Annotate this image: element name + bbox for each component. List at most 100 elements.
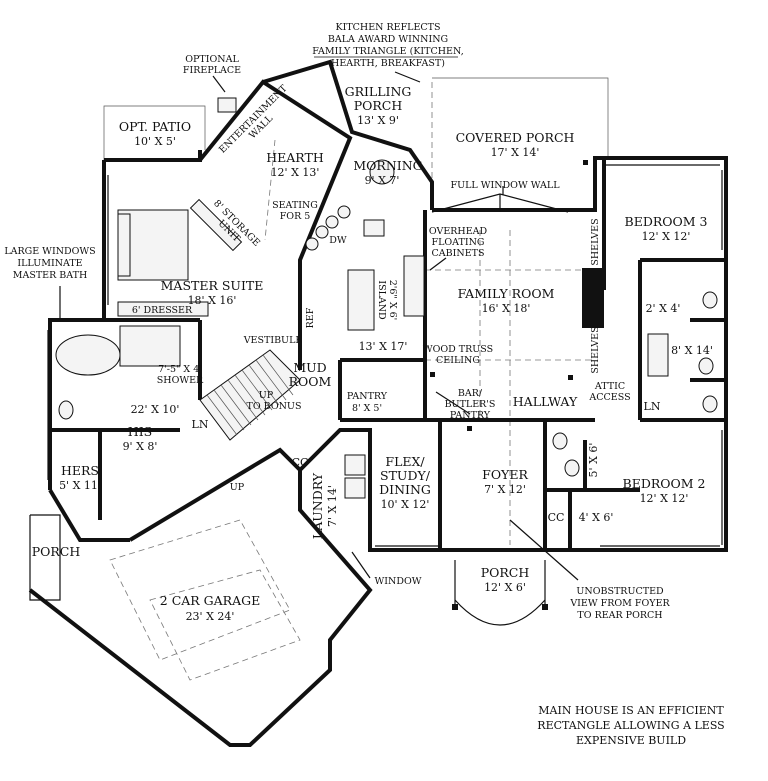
- svg-text:CEILING: CEILING: [436, 355, 480, 366]
- svg-text:2'6" X 6': 2'6" X 6': [387, 280, 398, 321]
- svg-text:PANTRY: PANTRY: [347, 391, 388, 402]
- svg-text:7'-5" X 4': 7'-5" X 4': [158, 364, 202, 375]
- svg-text:DINING: DINING: [379, 482, 431, 497]
- room-mud-room: MUD ROOM: [289, 360, 332, 389]
- room-foyer: FOYER 7' X 12': [482, 467, 528, 496]
- svg-text:5' X 6': 5' X 6': [587, 443, 600, 478]
- up-label: UP: [230, 482, 245, 493]
- svg-text:ROOM: ROOM: [289, 374, 332, 389]
- svg-text:GRILLING: GRILLING: [345, 84, 412, 99]
- callout-windows: LARGE WINDOWS ILLUMINATE MASTER BATH: [4, 246, 95, 281]
- svg-text:12' X 13': 12' X 13': [271, 166, 320, 179]
- svg-text:FAMILY ROOM: FAMILY ROOM: [458, 286, 555, 301]
- svg-text:OPTIONAL: OPTIONAL: [185, 54, 239, 65]
- svg-text:REF: REF: [305, 307, 316, 328]
- callout-full-window-wall: FULL WINDOW WALL: [450, 180, 560, 191]
- svg-text:VIEW FROM FOYER: VIEW FROM FOYER: [569, 598, 670, 609]
- seating-label: SEATING FOR 5: [272, 200, 318, 222]
- svg-text:18' X 16': 18' X 16': [188, 294, 237, 307]
- room-covered-porch: COVERED PORCH 17' X 14': [456, 130, 575, 159]
- svg-text:LARGE WINDOWS: LARGE WINDOWS: [4, 246, 95, 257]
- shelves-top-label: SHELVES: [590, 218, 601, 265]
- cc-label-foyer: CC: [548, 511, 565, 524]
- room-flex: FLEX/ STUDY/ DINING 10' X 12': [379, 454, 431, 511]
- kitchen-island: [347, 269, 375, 331]
- room-garage: 2 CAR GARAGE 23' X 24': [160, 593, 260, 623]
- cc-label-laundry: CC: [292, 456, 309, 469]
- svg-text:PANTRY: PANTRY: [450, 410, 491, 421]
- svg-text:7' X 14': 7' X 14': [326, 485, 339, 527]
- svg-text:UNOBSTRUCTED: UNOBSTRUCTED: [576, 586, 664, 597]
- svg-text:UP: UP: [259, 390, 274, 401]
- room-bath-8x14: 8' X 14': [671, 344, 713, 357]
- ln-label-master: LN: [192, 418, 209, 431]
- bathtub: [55, 334, 121, 376]
- callout-leaders: [59, 71, 579, 581]
- svg-text:WOOD TRUSS: WOOD TRUSS: [423, 344, 493, 355]
- svg-text:OPT. PATIO: OPT. PATIO: [119, 119, 191, 134]
- svg-text:TO REAR PORCH: TO REAR PORCH: [577, 610, 662, 621]
- svg-text:ACCESS: ACCESS: [588, 392, 630, 403]
- windows: [47, 164, 723, 547]
- callout-truss: WOOD TRUSS CEILING: [423, 344, 493, 366]
- exterior-walls: [28, 59, 728, 747]
- svg-text:BEDROOM 3: BEDROOM 3: [625, 214, 708, 229]
- svg-text:5' X 11': 5' X 11': [59, 479, 101, 492]
- room-kitchen-dim: 13' X 17': [359, 340, 408, 353]
- svg-text:SEATING: SEATING: [272, 200, 318, 211]
- svg-text:HIS: HIS: [128, 424, 152, 439]
- room-hers: HERS 5' X 11': [59, 463, 101, 492]
- callout-unobstructed: UNOBSTRUCTED VIEW FROM FOYER TO REAR POR…: [569, 586, 670, 621]
- room-hearth: HEARTH 12' X 13': [266, 150, 324, 179]
- callout-main-house: MAIN HOUSE IS AN EFFICIENT RECTANGLE ALL…: [537, 704, 724, 747]
- svg-text:12' X 12': 12' X 12': [642, 230, 691, 243]
- svg-text:FOR 5: FOR 5: [280, 211, 311, 222]
- svg-text:EXPENSIVE BUILD: EXPENSIVE BUILD: [576, 734, 686, 747]
- svg-text:RECTANGLE ALLOWING A LESS: RECTANGLE ALLOWING A LESS: [537, 719, 724, 732]
- svg-text:BUTLER'S: BUTLER'S: [445, 399, 496, 410]
- svg-text:FAMILY TRIANGLE (KITCHEN,: FAMILY TRIANGLE (KITCHEN,: [312, 46, 463, 57]
- svg-text:HEARTH: HEARTH: [266, 150, 324, 165]
- svg-text:SHELVES: SHELVES: [590, 326, 601, 373]
- room-bedroom-3: BEDROOM 3 12' X 12': [625, 214, 708, 243]
- svg-text:TO BONUS: TO BONUS: [247, 401, 302, 412]
- svg-text:FIREPLACE: FIREPLACE: [183, 65, 241, 76]
- callout-cabinets: OVERHEAD FLOATING CABINETS: [429, 226, 488, 259]
- room-closet-5x6: 5' X 6': [587, 443, 600, 478]
- svg-text:7' X 12': 7' X 12': [484, 483, 526, 496]
- svg-text:BAR/: BAR/: [458, 388, 483, 399]
- callout-fireplace: OPTIONAL FIREPLACE: [183, 54, 241, 76]
- callout-window: WINDOW: [375, 576, 422, 587]
- dresser: [117, 301, 209, 317]
- up-to-bonus-label: UP TO BONUS: [247, 390, 302, 412]
- svg-text:SHOWER: SHOWER: [157, 375, 204, 386]
- svg-text:13' X 9': 13' X 9': [357, 114, 399, 127]
- svg-text:BEDROOM 2: BEDROOM 2: [623, 476, 706, 491]
- svg-text:12' X 12': 12' X 12': [640, 492, 689, 505]
- svg-text:STUDY/: STUDY/: [380, 468, 431, 483]
- svg-text:23' X 24': 23' X 24': [186, 610, 235, 623]
- room-family-room: FAMILY ROOM 16' X 18': [458, 286, 555, 315]
- svg-text:ISLAND: ISLAND: [376, 280, 387, 320]
- svg-text:MASTER SUITE: MASTER SUITE: [161, 278, 264, 293]
- svg-text:OVERHEAD: OVERHEAD: [429, 226, 488, 237]
- svg-text:CABINETS: CABINETS: [432, 248, 485, 259]
- room-pantry: PANTRY 8' X 5': [347, 391, 388, 414]
- svg-text:MUD: MUD: [293, 360, 326, 375]
- svg-text:17' X 14': 17' X 14': [491, 146, 540, 159]
- room-bath-2x4: 2' X 4': [646, 302, 681, 315]
- svg-text:FLEX/: FLEX/: [385, 454, 425, 469]
- optional-outlines: [103, 77, 609, 681]
- room-porch-front: PORCH 12' X 6': [481, 565, 530, 594]
- shower: [119, 325, 181, 367]
- staircase: [199, 349, 301, 441]
- svg-text:9' X 8': 9' X 8': [123, 440, 158, 453]
- fixtures: [55, 97, 718, 626]
- svg-text:HEARTH, BREAKFAST): HEARTH, BREAKFAST): [331, 58, 445, 69]
- shelves-bottom-label: SHELVES: [590, 326, 601, 373]
- room-grilling-porch: GRILLING PORCH 13' X 9': [345, 84, 412, 127]
- room-laundry: LAUNDRY 7' X 14': [310, 472, 339, 539]
- room-closet-4x6: 4' X 6': [579, 511, 614, 524]
- room-his: HIS 9' X 8': [123, 424, 158, 453]
